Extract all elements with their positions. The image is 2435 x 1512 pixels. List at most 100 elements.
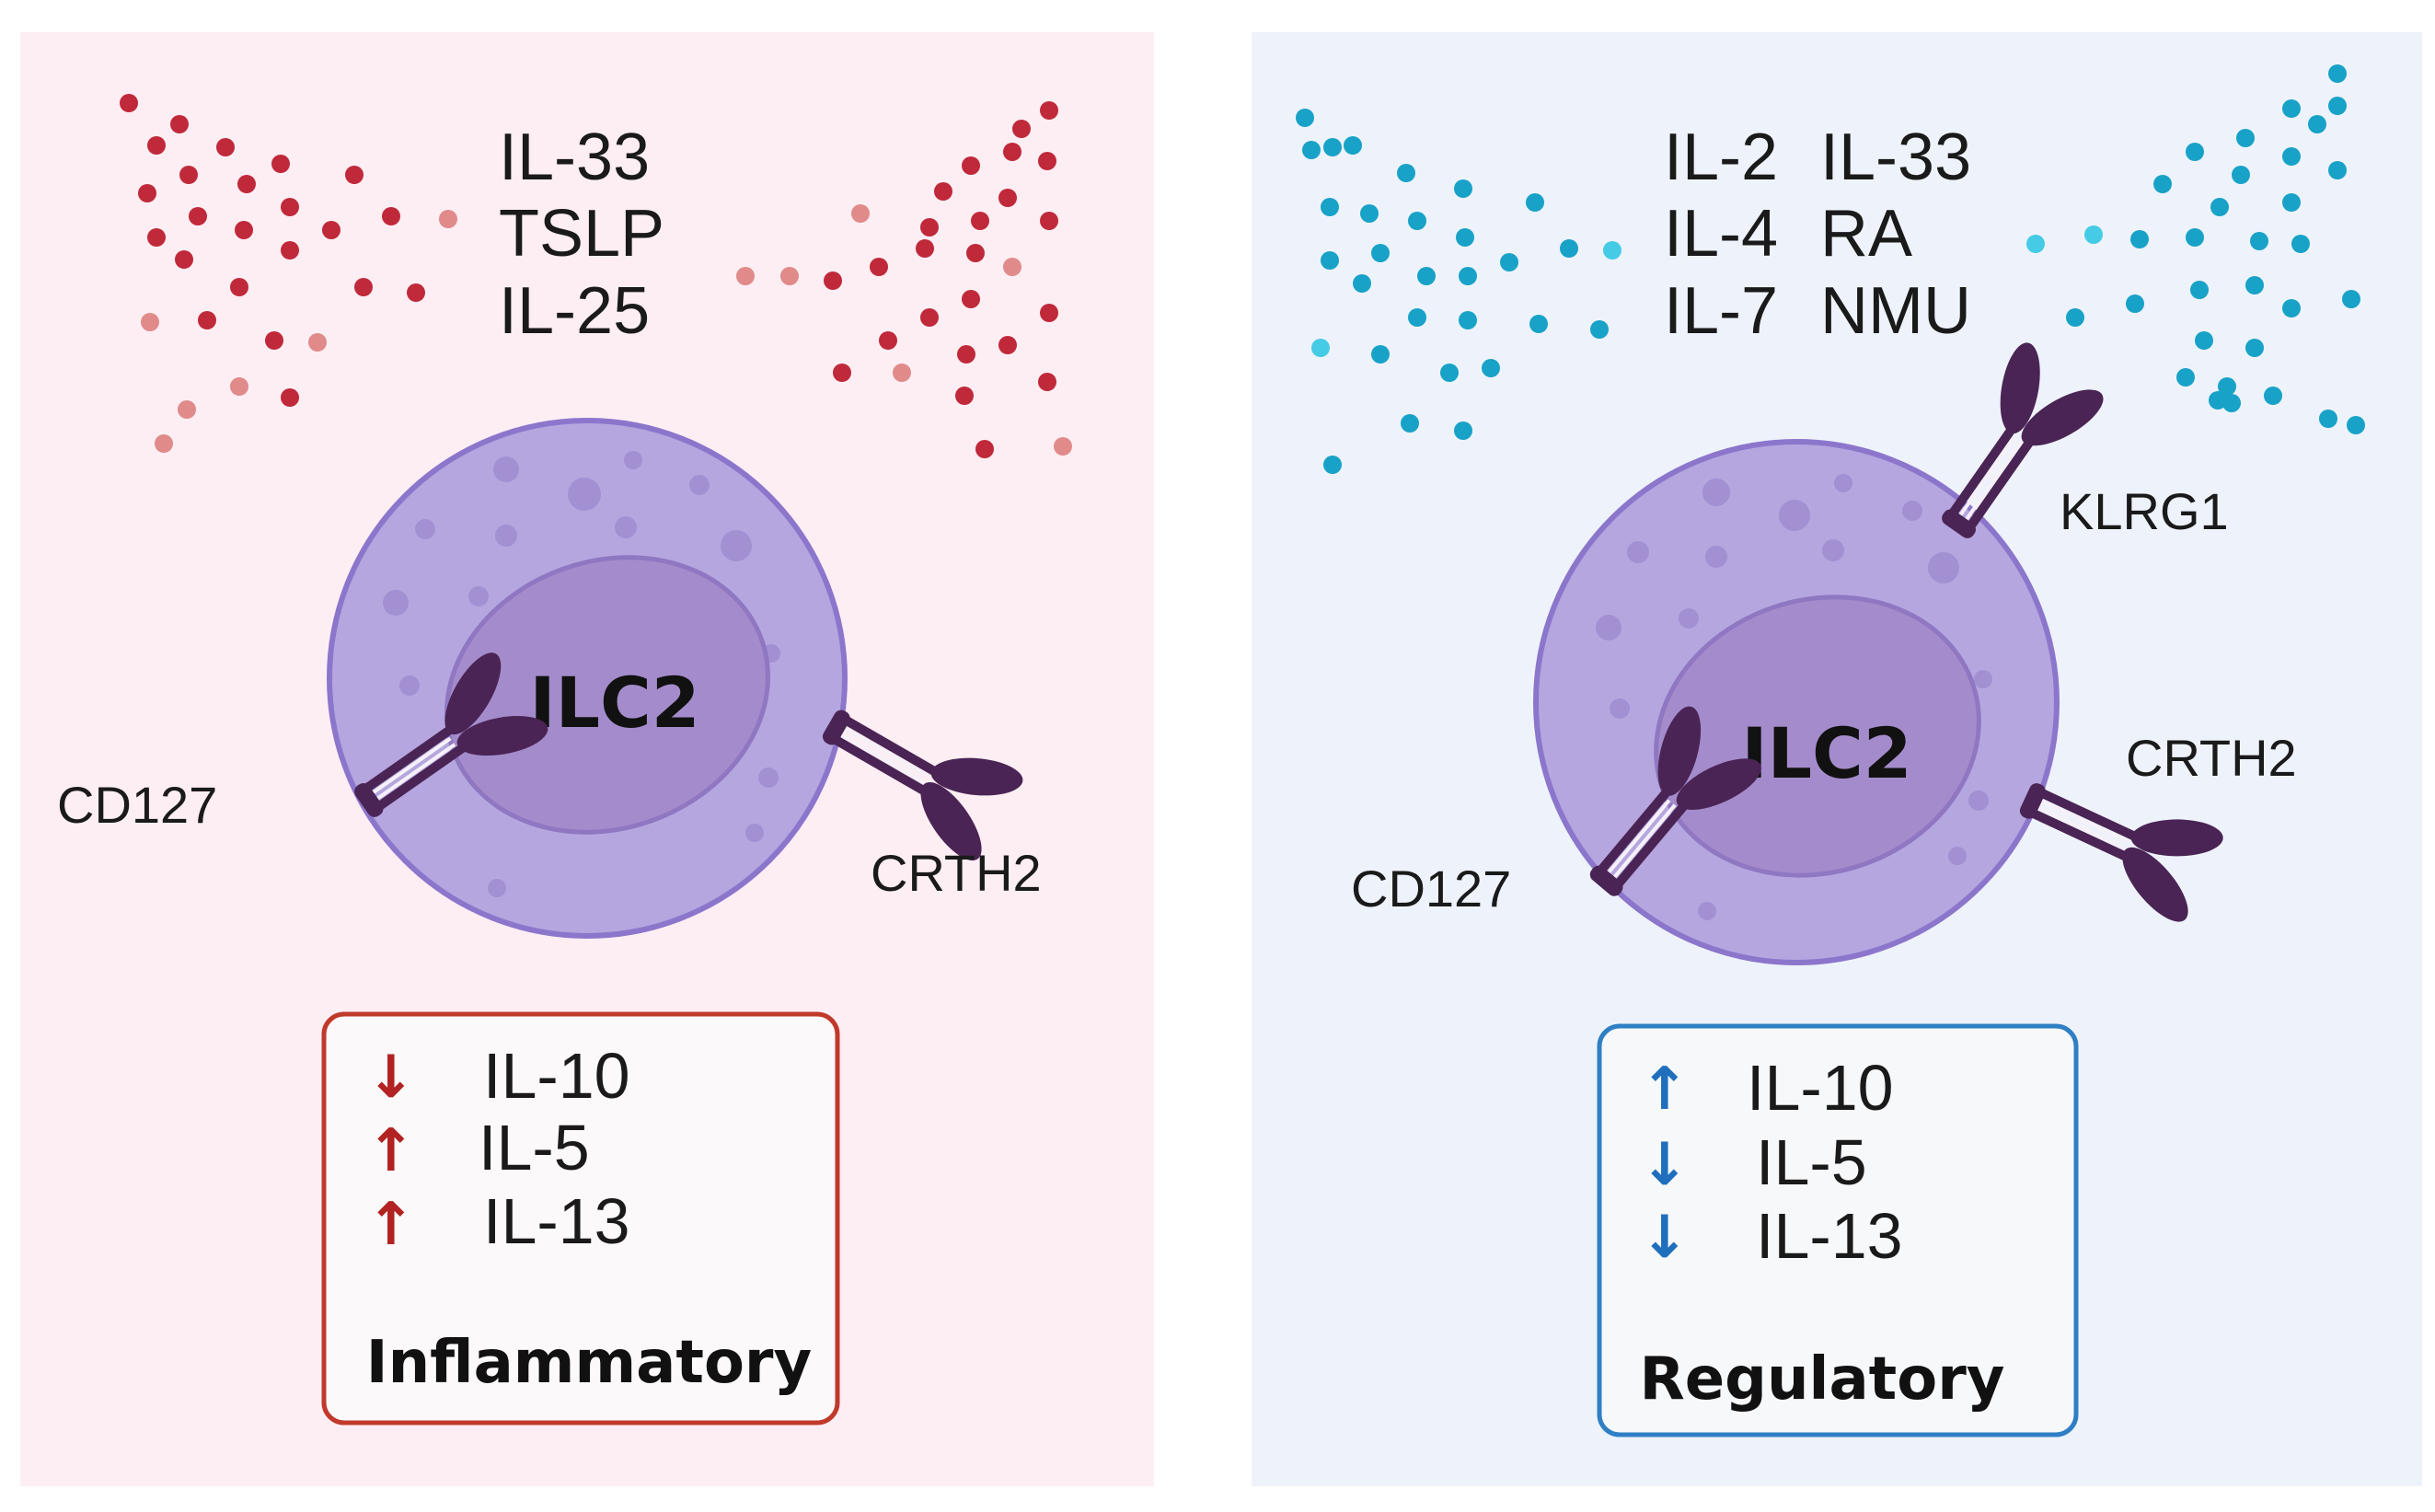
right-cytokine-col1-1: IL-2 (1664, 121, 1778, 194)
left-output-1: IL-10 (483, 1040, 630, 1112)
cytokine-dot (824, 271, 842, 290)
cytokine-dot (2264, 387, 2282, 405)
cytokine-dot (281, 198, 299, 216)
cytokine-dot (2245, 339, 2264, 357)
cytokine-dot (1012, 120, 1031, 138)
cytokine-dot (1454, 421, 1472, 440)
cytokine-dot (2319, 410, 2337, 428)
granule (1779, 500, 1810, 531)
granule (1968, 791, 1989, 811)
cytokine-dot (1459, 311, 1477, 329)
cytokine-dot (1321, 251, 1339, 270)
cytokine-dot (2308, 115, 2326, 133)
cytokine-dot (879, 331, 897, 350)
cytokine-dot (893, 364, 911, 382)
arrow-down-icon: ↓ (1640, 1131, 1690, 1199)
cytokine-dot (2130, 230, 2149, 248)
cytokine-dot (1353, 274, 1371, 293)
cytokine-dot (1302, 141, 1321, 159)
cytokine-dot (1590, 320, 1609, 339)
cytokine-dot (2190, 281, 2209, 299)
cytokine-dot (2222, 394, 2241, 412)
right-cytokine-col1-3: IL-7 (1664, 274, 1778, 348)
right-cytokine-col2-1: IL-33 (1820, 121, 1971, 194)
cytokine-dot (1482, 359, 1500, 377)
cytokine-dot (141, 313, 159, 331)
regulatory-output-box: ↑ IL-10 ↓ IL-5 ↓ IL-13 Regulatory (1597, 1023, 2079, 1437)
cytokine-dot (345, 166, 364, 184)
granule (568, 478, 601, 511)
granule (1834, 474, 1852, 492)
cytokine-dot (1003, 143, 1021, 161)
granule (689, 475, 710, 495)
left-ilc2-cell: ILC2 (327, 418, 848, 939)
arrow-up-icon: ↑ (366, 1117, 416, 1185)
cytokine-dot (2210, 198, 2229, 216)
cytokine-dot (1417, 267, 1436, 285)
cytokine-dot (271, 155, 290, 173)
cytokine-dot (962, 290, 980, 308)
cytokine-dot (851, 204, 870, 223)
cytokine-dot (2026, 235, 2045, 253)
granule (1822, 539, 1844, 561)
regulatory-panel: IL-2 IL-4 IL-7 IL-33 RA NMU ILC2 KLRG1 C… (1252, 32, 2422, 1486)
granule (1948, 847, 1967, 865)
cytokine-dot (120, 94, 138, 112)
cytokine-dot (155, 434, 173, 453)
granule (758, 768, 779, 788)
right-output-2: IL-5 (1756, 1126, 1867, 1198)
granule (383, 590, 409, 616)
cytokine-dot (2328, 64, 2347, 83)
cytokine-dot (1603, 241, 1621, 260)
inflammatory-output-box: ↓ IL-10 ↑ IL-5 ↑ IL-13 Inflammatory (321, 1011, 840, 1425)
right-output-1: IL-10 (1747, 1052, 1894, 1124)
cytokine-dot (1371, 244, 1390, 262)
cytokine-dot (1054, 437, 1072, 456)
cytokine-dot (235, 221, 253, 239)
right-crth2-label: CRTH2 (2126, 729, 2297, 787)
granule (721, 530, 752, 561)
cytokine-dot (971, 212, 989, 230)
cytokine-dot (230, 278, 248, 296)
right-klrg1-label: KLRG1 (2060, 482, 2229, 540)
granule (1596, 615, 1621, 641)
cytokine-dot (1440, 364, 1459, 382)
cytokine-dot (2186, 228, 2204, 247)
cytokine-dot (1323, 456, 1342, 474)
cytokine-dot (2186, 143, 2204, 161)
right-cd127-label: CD127 (1351, 860, 1511, 918)
left-cytokine-dots (120, 94, 1072, 458)
cytokine-dot (175, 250, 193, 269)
cytokine-dot (833, 364, 851, 382)
cytokine-dot (957, 345, 975, 364)
cytokine-dot (382, 207, 400, 225)
cytokine-dot (870, 258, 888, 276)
cytokine-dot (2347, 416, 2365, 434)
right-cytokine-col1-2: IL-4 (1664, 197, 1778, 271)
cytokine-dot (2209, 391, 2227, 410)
granule (415, 519, 435, 539)
cytokine-dot (354, 278, 373, 296)
cytokine-dot (2218, 377, 2236, 396)
cytokine-dot (2328, 97, 2347, 115)
arrow-down-icon: ↓ (1640, 1204, 1690, 1272)
cytokine-dot (1560, 239, 1578, 258)
cytokine-dot (198, 311, 216, 329)
cytokine-dot (1454, 179, 1472, 198)
cytokine-dot (1526, 193, 1544, 212)
cytokine-dot (2232, 166, 2250, 184)
cytokine-dot (1408, 212, 1426, 230)
granule (1902, 501, 1922, 521)
cytokine-dot (2328, 161, 2347, 179)
cytokine-dot (1360, 204, 1379, 223)
cytokine-dot (975, 440, 994, 458)
cytokine-dot (1371, 345, 1390, 364)
right-output-box-border (1597, 1023, 2079, 1437)
cytokine-dot (736, 267, 755, 285)
right-cytokine-dots (1296, 64, 2365, 474)
cytokine-dot (1038, 373, 1056, 391)
cytokine-dot (2342, 290, 2360, 308)
inflammatory-caption: Inflammatory (366, 1329, 812, 1397)
cytokine-dot (1321, 198, 1339, 216)
cytokine-dot (920, 308, 939, 327)
